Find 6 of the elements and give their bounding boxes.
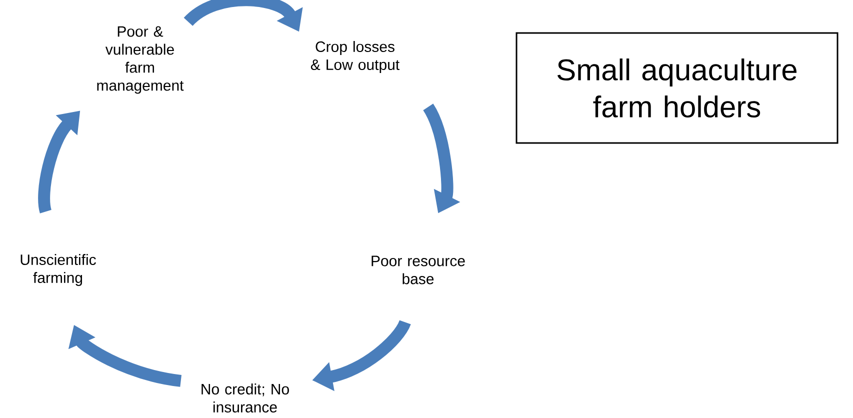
cycle-label: Crop losses & Low output	[310, 41, 400, 73]
cycle-label: Poor & vulnerable farm management	[97, 26, 184, 94]
cycle-label: Poor resource base	[372, 256, 465, 284]
title-box: Small aquaculture farm holders	[516, 32, 838, 144]
cycle-label: No credit; No insurance	[202, 384, 289, 412]
cycle-label: Unscientific farming	[20, 254, 96, 286]
